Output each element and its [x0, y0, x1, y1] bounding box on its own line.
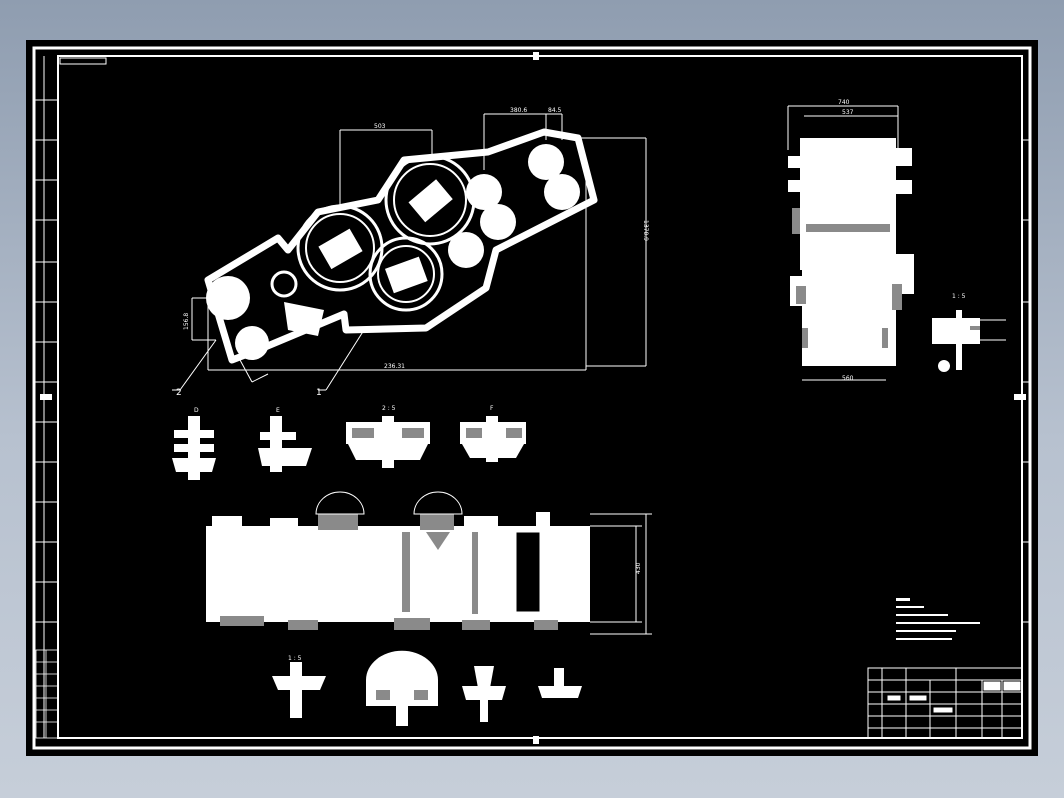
label-scale-c: 1 : 5: [288, 655, 302, 662]
zone-ticks-right: [1022, 139, 1030, 623]
dim-top-width-1: 380.6: [510, 107, 527, 114]
dim-elev-height: 430: [635, 562, 642, 574]
dim-side-base: 560: [842, 375, 854, 382]
dim-bottom-overall: 236.31: [384, 363, 405, 370]
label-section-e: E: [276, 407, 280, 414]
drawing-sheet: 380.6 84.5 503 236.31 1370.9 156.8 2 1 7…: [26, 40, 1038, 756]
dim-side-inner: 537: [842, 109, 854, 116]
outer-border: [32, 46, 1032, 750]
leader-part-1: 1: [316, 388, 322, 398]
scale-label-a: 1 : 5: [952, 293, 966, 300]
section-views-row-1: D E 2 : 5 F: [172, 405, 526, 480]
dim-top-width-2: 84.5: [548, 107, 562, 114]
label-scale-b: 2 : 5: [382, 405, 396, 412]
elevation-view: 430: [206, 491, 652, 635]
technical-notes: [896, 598, 980, 640]
leader-part-2: 2: [176, 388, 182, 398]
revision-block: [35, 649, 59, 739]
detail-view-c: 1 : 5: [932, 293, 1006, 372]
title-block: [867, 667, 1023, 739]
side-view: 740 537 560: [787, 99, 914, 382]
cad-drawing: 380.6 84.5 503 236.31 1370.9 156.8 2 1 7…: [32, 46, 1032, 750]
label-section-f: F: [490, 405, 494, 412]
dim-right-overall: 1370.9: [642, 220, 649, 241]
dim-left-vertical: 156.8: [183, 313, 190, 330]
gear-train-view: 380.6 84.5 503 236.31 1370.9 156.8 2 1: [172, 107, 649, 398]
zone-ticks-left: [34, 99, 58, 623]
dim-top-width-3: 503: [374, 123, 386, 130]
label-section-d: D: [194, 407, 199, 414]
section-views-row-2: 1 : 5: [272, 650, 582, 726]
dim-side-overall: 740: [838, 99, 850, 106]
